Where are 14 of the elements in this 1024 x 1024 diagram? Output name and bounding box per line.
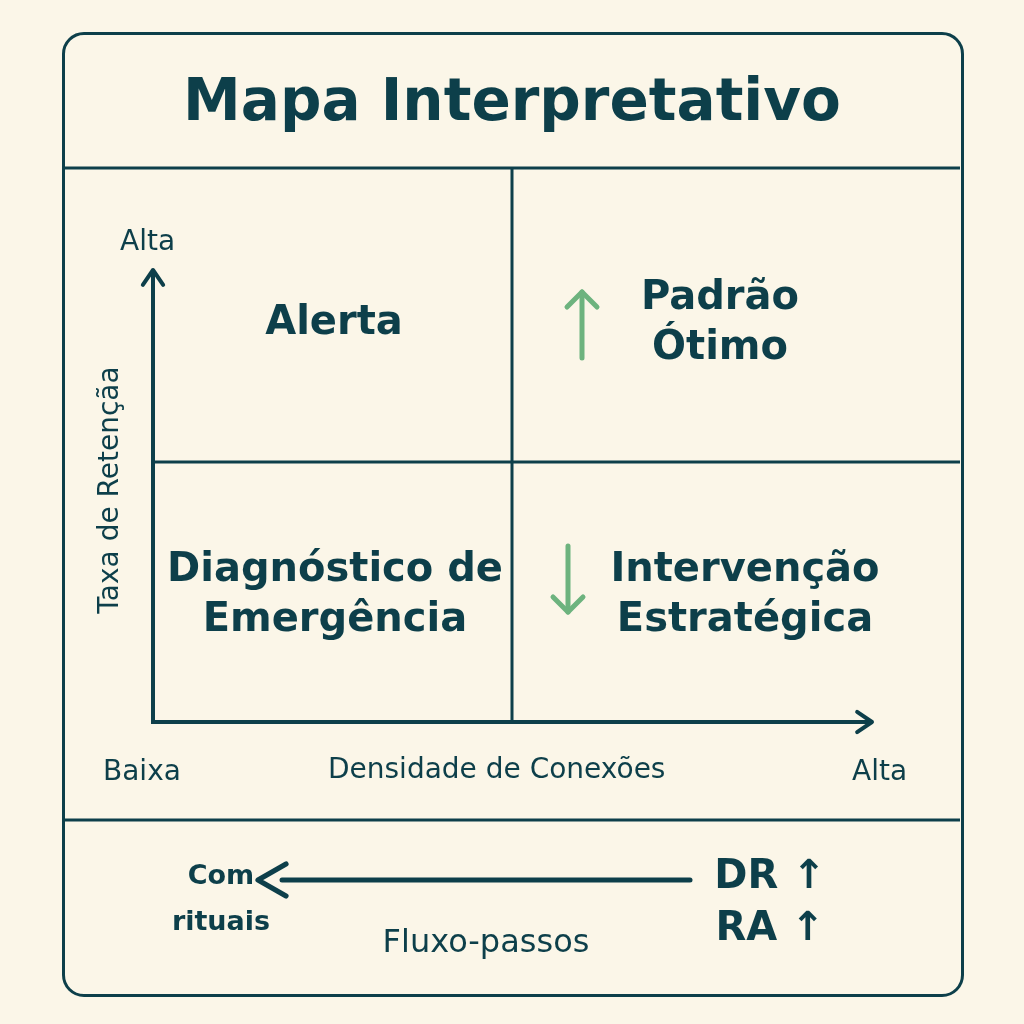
arrow [255, 861, 693, 899]
axis-label: Alta [852, 754, 908, 787]
metric-label: RA ↑ [715, 902, 825, 951]
quadrant-label: Padrão Ótimo [639, 271, 801, 370]
quadrant-label: Intervenção Estratégica [609, 543, 881, 642]
node-label: Com rituais [170, 858, 272, 938]
axis-label: Baixa [103, 754, 181, 787]
quadrant-label: Diagnóstico de Emergência [166, 543, 504, 642]
axis-title: Densidade de Conexões [328, 752, 666, 785]
axis-label: Alta [120, 224, 176, 257]
title: Mapa Interpretativo [182, 66, 842, 134]
axis-title: Taxa de Retençãa [91, 366, 125, 614]
metric-label: DR ↑ [714, 850, 826, 899]
quadrant-label: Alerta [265, 296, 403, 345]
